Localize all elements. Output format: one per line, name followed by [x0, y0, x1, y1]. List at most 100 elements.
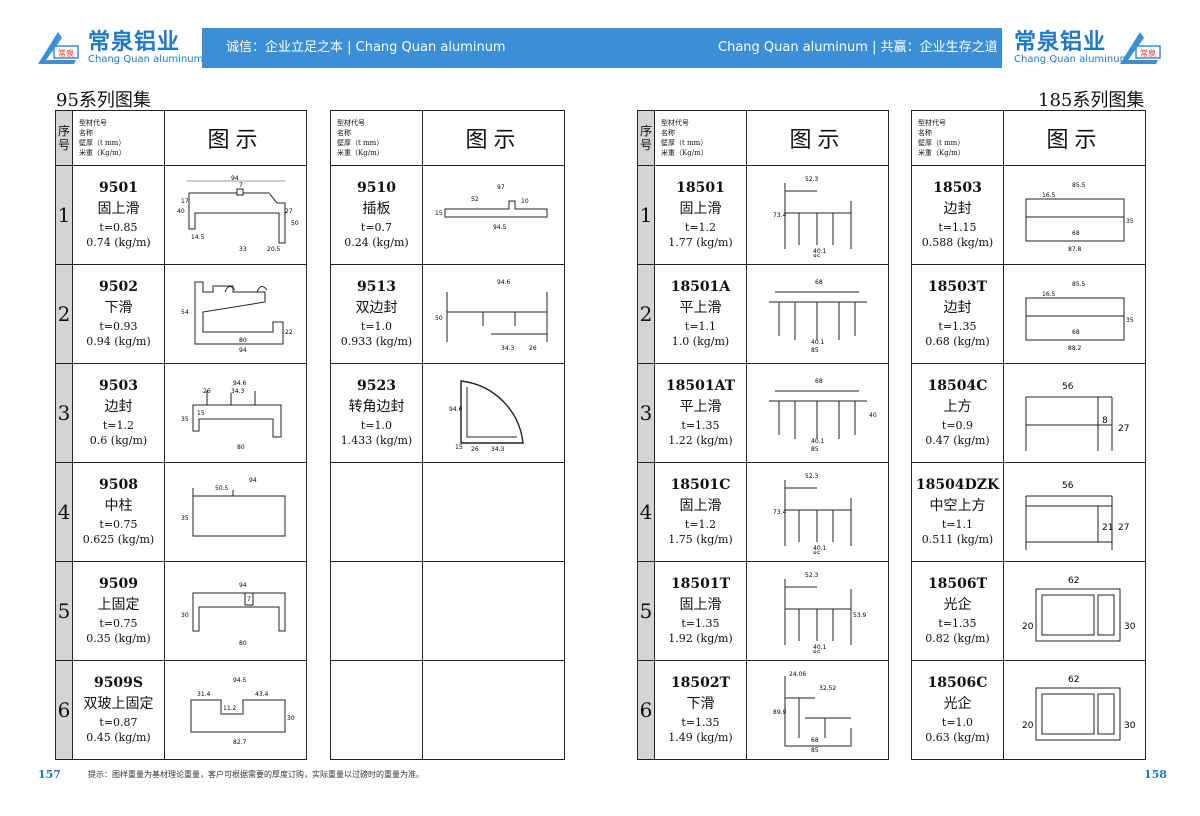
header-figure: 图示: [164, 110, 307, 166]
svg-text:40.1: 40.1: [813, 644, 827, 651]
svg-text:15: 15: [197, 410, 205, 417]
page-number-left: 157: [38, 768, 61, 781]
empty-cell: [422, 561, 565, 661]
row-number: 5: [637, 561, 655, 661]
row-number: 1: [637, 165, 655, 265]
svg-text:52.3: 52.3: [805, 473, 819, 480]
svg-text:89.9: 89.9: [773, 709, 787, 716]
svg-text:24.06: 24.06: [789, 671, 806, 678]
header-figure: 图示: [422, 110, 565, 166]
table-row: [330, 462, 565, 562]
svg-text:32.52: 32.52: [819, 685, 836, 692]
profile-drawing: 52.353.940.185: [746, 561, 889, 661]
logo-left: 常泉: [36, 30, 80, 66]
header-bar-right: [606, 28, 1002, 68]
logo-text: 常泉: [1140, 48, 1156, 58]
row-number: 1: [55, 165, 73, 265]
svg-text:56: 56: [1062, 481, 1074, 491]
svg-text:82.7: 82.7: [233, 739, 247, 746]
profile-drawing: 62 20 30: [1003, 660, 1146, 760]
svg-text:52.3: 52.3: [805, 572, 819, 579]
svg-text:94: 94: [231, 175, 239, 182]
svg-text:50.5: 50.5: [215, 485, 229, 492]
row-number: 4: [55, 462, 73, 562]
profile-drawing: 52.373.440.185: [746, 462, 889, 562]
svg-text:40: 40: [869, 412, 877, 419]
svg-text:11.2: 11.2: [223, 705, 237, 712]
header-bar-left: [202, 28, 654, 68]
svg-text:62: 62: [1068, 675, 1079, 685]
logo-right: 常泉: [1118, 30, 1162, 66]
svg-text:15: 15: [455, 444, 463, 451]
svg-text:85: 85: [811, 747, 819, 752]
svg-text:14.5: 14.5: [191, 234, 205, 241]
svg-text:34.3: 34.3: [491, 446, 505, 453]
brand-name-cn: 常泉铝业: [1014, 30, 1107, 55]
svg-text:8: 8: [1102, 416, 1108, 426]
svg-text:94.6: 94.6: [233, 380, 247, 387]
svg-text:30: 30: [1124, 721, 1136, 731]
svg-text:94: 94: [239, 582, 247, 589]
empty-cell: [422, 660, 565, 760]
svg-text:52.3: 52.3: [805, 176, 819, 183]
left-page-title: 95系列图集: [56, 90, 151, 111]
empty-cell: [330, 660, 423, 760]
svg-text:94.5: 94.5: [233, 677, 247, 684]
svg-text:94.6: 94.6: [497, 279, 511, 286]
svg-text:87.8: 87.8: [1068, 246, 1082, 253]
svg-text:35: 35: [181, 416, 189, 423]
svg-text:16.5: 16.5: [1042, 291, 1056, 298]
svg-text:52: 52: [471, 196, 479, 203]
row-number: 2: [637, 264, 655, 364]
footer-note: 提示：图样重量为基材理论重量，客户可根据需要的厚度订购，实际重量以过磅时的重量为…: [88, 770, 424, 779]
svg-text:17: 17: [181, 198, 189, 205]
svg-text:43.4: 43.4: [255, 691, 269, 698]
row-number: 2: [55, 264, 73, 364]
svg-text:94.5: 94.5: [493, 224, 507, 231]
svg-text:27: 27: [285, 208, 293, 215]
svg-text:73.4: 73.4: [773, 212, 787, 219]
svg-text:20: 20: [1022, 721, 1034, 731]
slogan-right: Chang Quan aluminum | 共赢：企业生存之道: [718, 40, 998, 55]
svg-text:94.6: 94.6: [449, 406, 463, 413]
svg-text:40.1: 40.1: [813, 248, 827, 255]
svg-text:30: 30: [287, 715, 295, 722]
brand-name-en: Chang Quan aluminum: [1014, 54, 1130, 65]
brand-right: 常泉铝业 Chang Quan aluminum: [1014, 24, 1129, 65]
brand-left: 常泉铝业 Chang Quan aluminum: [88, 24, 203, 65]
svg-text:50: 50: [291, 220, 299, 227]
svg-text:97: 97: [497, 184, 505, 191]
svg-text:85: 85: [811, 347, 819, 354]
svg-text:30: 30: [181, 612, 189, 619]
svg-text:22: 22: [285, 329, 293, 336]
svg-text:21: 21: [1102, 523, 1113, 533]
